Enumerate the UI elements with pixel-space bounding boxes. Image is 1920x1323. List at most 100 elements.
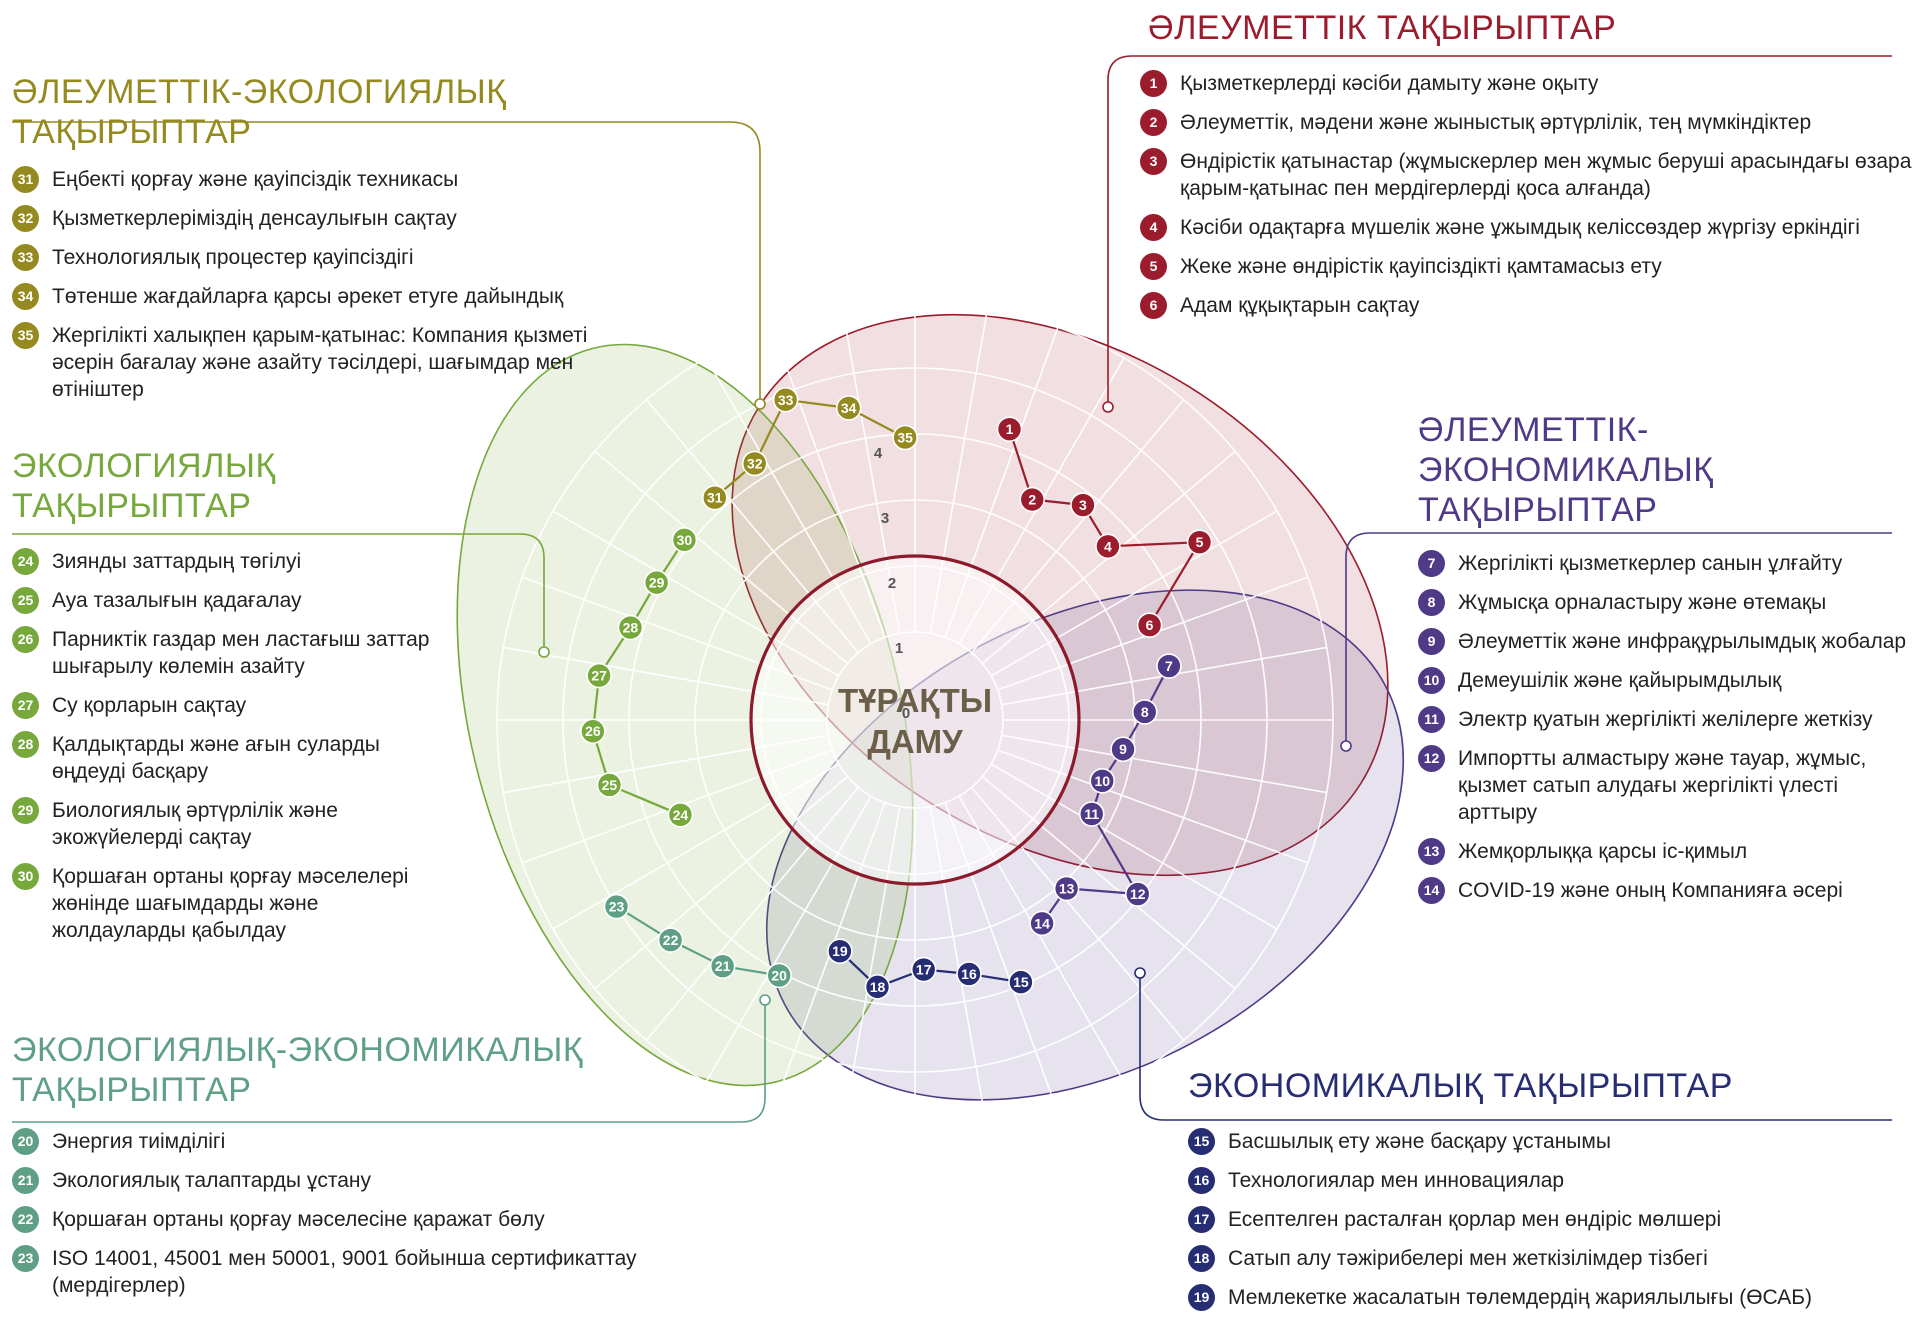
topic-item-text: Жергілікті қызметкерлер санын ұлғайту [1458, 552, 1843, 576]
topic-number-badge: 22 [12, 1206, 39, 1234]
topic-number-badge: 18 [1188, 1245, 1215, 1273]
radar-point-22: 22 [657, 927, 684, 953]
radar-point-label: 27 [591, 668, 607, 684]
ecological-connector-dot [538, 646, 550, 658]
topic-item-text: Экологиялық талаптарды ұстану [52, 1169, 371, 1193]
radar-point-marker [1089, 768, 1116, 794]
radar-point-label: 4 [1104, 538, 1112, 554]
radar-point-label: 25 [602, 777, 618, 793]
topic-item-text: Жемқорлыққа қарсы іс-қимыл [1458, 840, 1748, 864]
topic-number-badge: 32 [12, 205, 39, 233]
topic-number-badge: 21 [12, 1167, 39, 1195]
radar-point-marker [892, 424, 918, 451]
social-eco-connector-dot [754, 398, 766, 410]
radar-point-6: 6 [1136, 612, 1163, 639]
topic-item-text: Технологиялық процестер қауіпсіздігі [52, 246, 414, 270]
topic-number-badge: 7 [1418, 550, 1445, 578]
center-disc [749, 554, 1081, 886]
radar-point-marker [956, 961, 982, 987]
radar-point-label: 31 [707, 490, 723, 506]
economic-topics-title: ЭКОНОМИКАЛЫҚ ТАҚЫРЫПТАР [1188, 1067, 1733, 1105]
radar-point-marker [709, 953, 736, 979]
radar-point-marker [701, 484, 728, 511]
radar-point-label: 17 [916, 962, 932, 978]
radar-point-29: 29 [643, 569, 670, 596]
topic-item-text: Демеушілік және қайырымдылық [1458, 669, 1782, 693]
topic-number-badge: 20 [12, 1128, 39, 1156]
connector-lines [12, 55, 1892, 1123]
radar-point-marker [1029, 910, 1055, 937]
radar-point-marker [1131, 699, 1158, 725]
radar-point-11: 11 [1078, 801, 1105, 827]
radar-point-24: 24 [667, 801, 694, 828]
radar-point-marker [1070, 492, 1096, 518]
topic-number-badge: 30 [12, 863, 39, 891]
topic-item-text: Адам құқықтарын сақтау [1180, 294, 1420, 318]
topic-item-text: Жеке және өндірістік қауіпсіздікті қамта… [1180, 255, 1662, 279]
radar-point-marker [617, 614, 644, 641]
topic-item-text: Сатып алу тәжірибелері мен жеткізілімдер… [1228, 1247, 1708, 1271]
radar-point-marker [1008, 969, 1034, 995]
topic-item-text: Жергілікті халықпен қарым-қатынас: Компа… [52, 324, 588, 402]
topic-number-badge: 1 [1140, 70, 1167, 98]
ecological-economic-topics-list: 20 Энергия тиімділігі 21 Экологиялық талапт… [12, 1128, 672, 1299]
topic-number-badge: 33 [12, 244, 39, 272]
topic-item-7: 7 Жергілікті қызметкерлер санын ұлғайту [1418, 550, 1918, 578]
radar-point-5: 5 [1186, 529, 1213, 556]
radar-point-23: 23 [603, 893, 630, 920]
radar-point-33: 33 [772, 386, 799, 413]
topic-item-text: Қоршаған ортаны қорғау мәселелері жөнінд… [52, 865, 409, 943]
radar-point-14: 14 [1029, 910, 1055, 937]
topic-item-text: Технологиялар мен инновациялар [1228, 1169, 1565, 1193]
topic-number-badge: 11 [1418, 706, 1445, 734]
topic-item-text: Өндірістік қатынастар (жұмыскерлер мен ж… [1180, 150, 1912, 201]
center-title-line2: ДАМУ [867, 723, 963, 760]
topic-item-text: Энергия тиімділігі [52, 1130, 226, 1154]
social-ecological-topics-title: ӘЛЕУМЕТТІК-ЭКОЛОГИЯЛЫҚ ТАҚЫРЫПТАР [12, 73, 507, 152]
radar-point-marker [835, 395, 862, 421]
radar-point-marker [1078, 801, 1105, 827]
ecological-topics-title: ЭКОЛОГИЯЛЫҚ ТАҚЫРЫПТАР [12, 447, 276, 526]
radar-point-marker [996, 416, 1023, 442]
radar-point-label: 34 [841, 400, 857, 416]
eco-econ-connector [12, 1000, 766, 1123]
radar-point-label: 19 [832, 943, 848, 959]
topic-item-text: Басшылық ету және басқару ұстанымы [1228, 1130, 1611, 1154]
social-econ-connector-dot [1340, 740, 1352, 752]
scale-label: 0 [902, 705, 910, 722]
radar-point-label: 28 [623, 620, 639, 636]
radar-point-marker [910, 956, 937, 983]
topic-number-badge: 19 [1188, 1284, 1215, 1312]
radar-point-label: 14 [1034, 915, 1050, 931]
radar-point-marker [766, 962, 792, 989]
center-title-line1: ТҰРАҚТЫ [838, 682, 992, 719]
radar-point-marker [667, 801, 694, 828]
topic-number-badge: 24 [12, 548, 39, 576]
radar-point-4: 4 [1095, 533, 1121, 560]
radar-point-marker [1156, 653, 1182, 679]
radar-point-marker [864, 974, 891, 1000]
radar-point-10: 10 [1089, 768, 1116, 794]
radar-point-16: 16 [956, 961, 982, 987]
topic-number-badge: 27 [12, 692, 39, 720]
radar-point-3: 3 [1070, 492, 1096, 518]
topic-item-text: Импортты алмастыру және тауар, жұмыс, қы… [1458, 747, 1867, 825]
